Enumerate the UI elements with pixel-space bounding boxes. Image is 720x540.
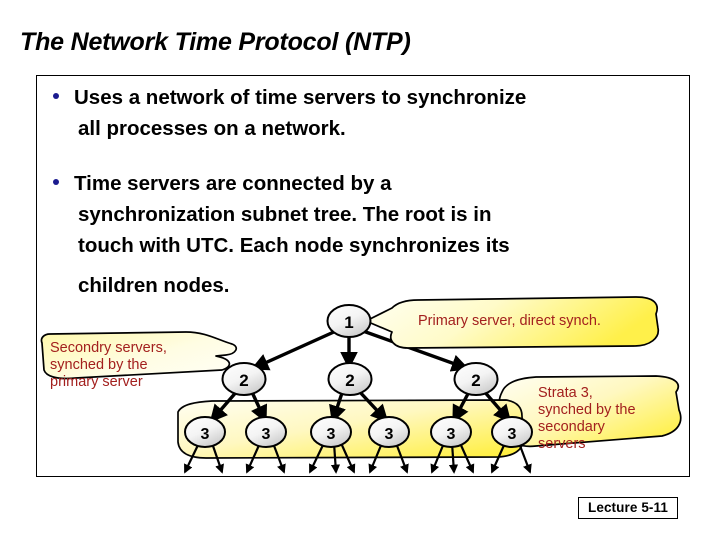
page-title: The Network Time Protocol (NTP) (20, 28, 411, 56)
bullet-line: Time servers are connected by a (74, 172, 392, 195)
bullet-line: children nodes. (78, 274, 230, 297)
strata3-callout-line: secondary (538, 419, 606, 435)
bullet-line: Uses a network of time servers to synchr… (74, 86, 527, 109)
node-label: 3 (262, 426, 271, 443)
node-label: 3 (201, 426, 210, 443)
node-label: 1 (344, 313, 353, 332)
strata3-callout-line: servers (538, 436, 586, 452)
secondary-callout-line: Secondry servers, (50, 340, 167, 356)
lecture-footer: Lecture 5-11 (578, 497, 678, 519)
tree-node-3: 3 (245, 416, 287, 448)
tree-node-2: 2 (453, 362, 499, 396)
callout-texts: Primary server, direct synch. Secondry s… (50, 313, 636, 452)
client-arrows (184, 442, 532, 474)
strata3-callout-line: synched by the (538, 402, 636, 418)
tree-nodes: 1 2 2 2 3 (184, 304, 533, 448)
bullet-line: touch with UTC. Each node synchronizes i… (78, 234, 510, 257)
bullet-dot-icon (53, 179, 59, 185)
secondary-callout (40, 331, 238, 380)
list-item: Uses a network of time servers to synchr… (44, 82, 694, 144)
node-label: 2 (471, 371, 480, 390)
tree-node-3: 3 (368, 416, 410, 448)
tree-node-2: 2 (327, 362, 373, 396)
node-label: 2 (239, 371, 248, 390)
node-label: 3 (385, 426, 394, 443)
bullet-line: synchronization subnet tree. The root is… (78, 203, 492, 226)
list-item: Time servers are connected by a synchron… (44, 168, 694, 301)
content-frame (36, 75, 690, 477)
tree-node-1: 1 (326, 304, 372, 338)
tree-node-2: 2 (221, 362, 267, 396)
tree-node-3: 3 (430, 416, 472, 448)
node-label: 2 (345, 371, 354, 390)
bullet-dot-icon (53, 93, 59, 99)
secondary-callout-line: synched by the (50, 357, 148, 373)
primary-callout-line: Primary server, direct synch. (418, 313, 601, 329)
tree-node-3: 3 (310, 416, 352, 448)
node-label: 3 (327, 426, 336, 443)
node-label: 3 (508, 426, 517, 443)
primary-callout (365, 296, 660, 349)
secondary-callout-line: primary server (50, 374, 143, 390)
bullet-line: all processes on a network. (78, 117, 346, 140)
tree-node-3: 3 (491, 416, 533, 448)
ntp-subnet-tree-diagram: 1 2 2 2 3 (36, 280, 690, 480)
node-label: 3 (447, 426, 456, 443)
strata3-callout-line: Strata 3, (538, 385, 593, 401)
bullet-list: Uses a network of time servers to synchr… (44, 82, 694, 315)
tree-node-3: 3 (184, 416, 226, 448)
tree-edges (209, 329, 512, 424)
